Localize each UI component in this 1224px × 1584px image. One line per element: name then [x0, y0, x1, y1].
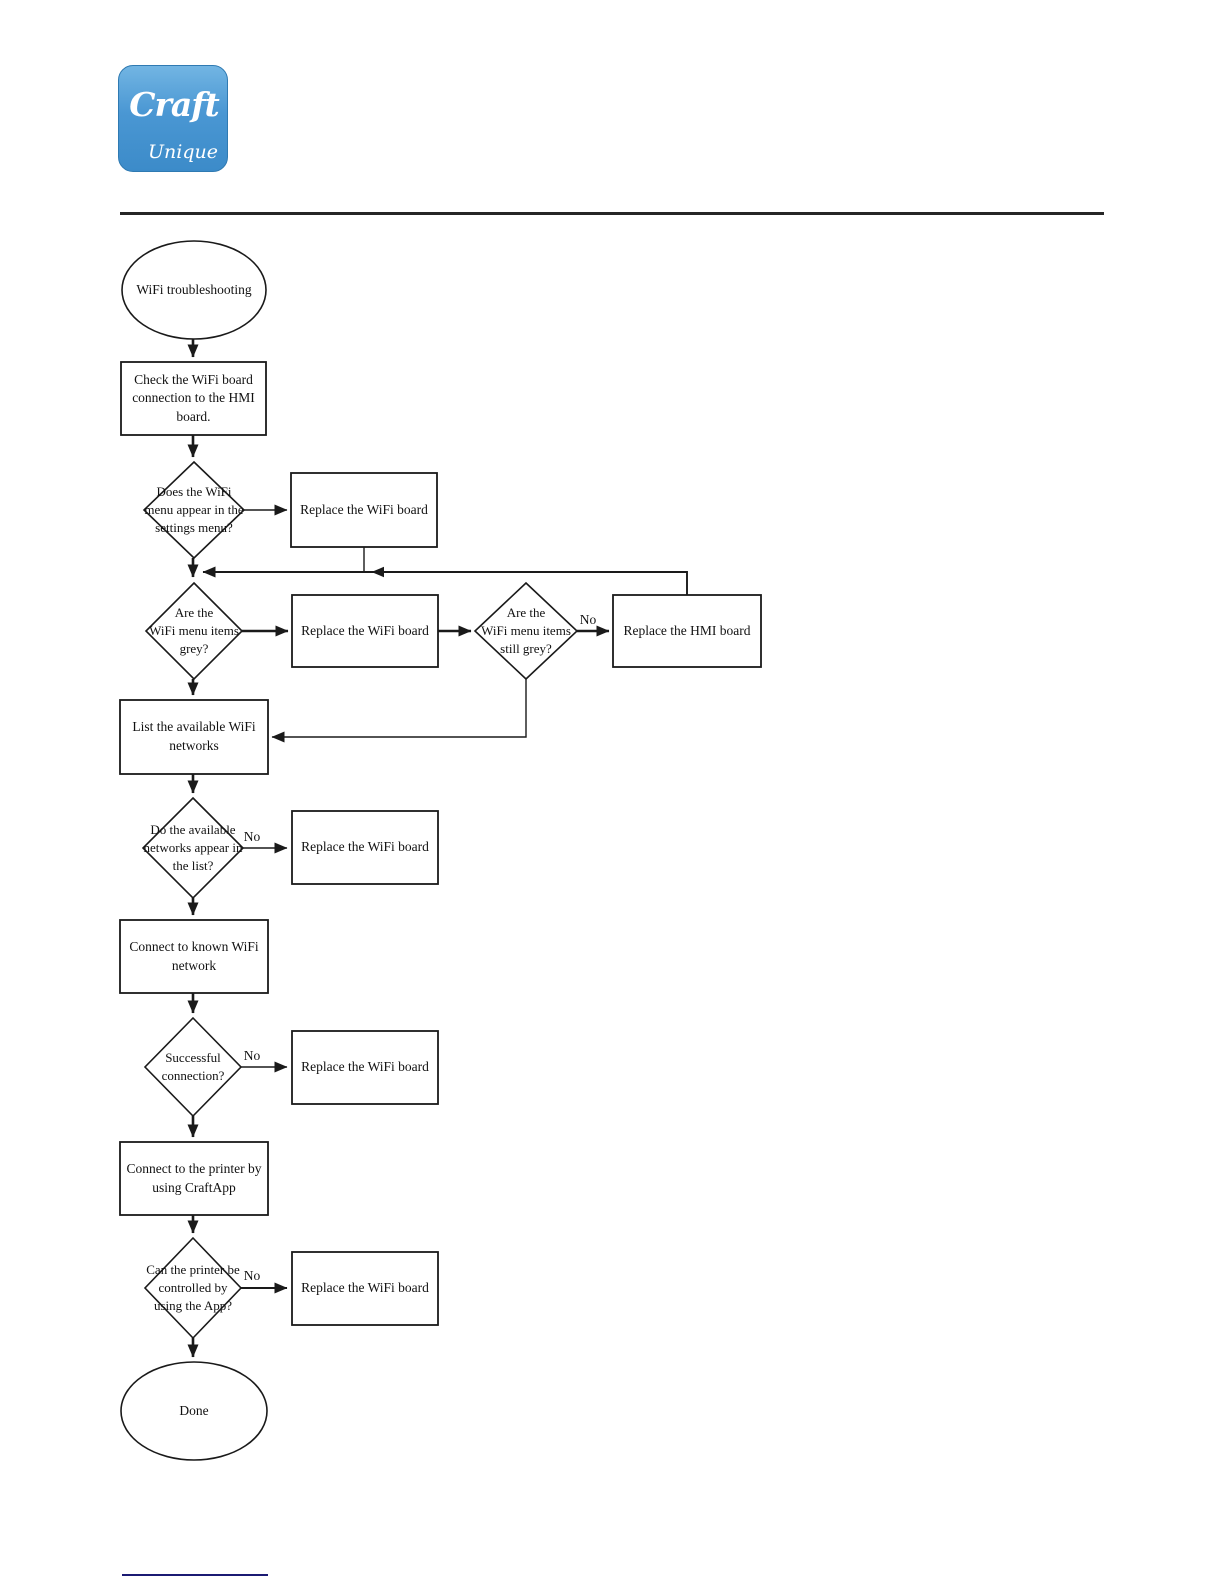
d4-label: Do the available networks appear in the …	[143, 822, 243, 873]
craftunique-logo: Craft Unique	[118, 65, 228, 172]
process-replace-wifi-board-4	[291, 1030, 439, 1105]
no-label-d4: No	[243, 829, 261, 845]
replace-wifi-5-label: Replace the WiFi board	[301, 1280, 429, 1296]
header-divider	[120, 212, 1104, 215]
logo-title: Craft	[129, 85, 219, 124]
process-replace-hmi-board	[612, 594, 762, 668]
replace-hmi-label: Replace the HMI board	[623, 622, 751, 638]
process-connect-craftapp	[119, 1141, 269, 1216]
footer-divider	[122, 1574, 268, 1576]
process-connect-known-network	[119, 919, 269, 994]
no-label-d5: No	[243, 1048, 261, 1064]
d2-label: Are the WiFi menu items grey?	[149, 605, 239, 656]
check-board-label: Check the WiFi board connection to the H…	[132, 371, 255, 424]
replace-wifi-2-label: Replace the WiFi board	[301, 622, 429, 638]
replace-wifi-1-label: Replace the WiFi board	[300, 501, 428, 517]
list-networks-label: List the available WiFi networks	[132, 719, 256, 753]
d3-label: Are the WiFi menu items still grey?	[481, 605, 571, 656]
process-replace-wifi-board-2	[291, 594, 439, 668]
no-label-d3: No	[579, 612, 597, 628]
process-list-networks	[119, 699, 269, 775]
connector-d3-to-list	[271, 679, 527, 743]
logo-subtitle: Unique	[148, 141, 218, 163]
connect-app-label: Connect to the printer by using CraftApp	[126, 1160, 262, 1195]
process-replace-wifi-board-3	[291, 810, 439, 885]
process-replace-wifi-board-5	[291, 1251, 439, 1326]
start-label: WiFi troubleshooting	[136, 281, 252, 297]
feedback-mid-arrowhead	[371, 566, 384, 578]
end-terminator	[120, 1361, 268, 1461]
d6-label: Can the printer be controlled by using t…	[146, 1262, 240, 1313]
replace-wifi-3-label: Replace the WiFi board	[301, 839, 429, 855]
d1-label: Does the WiFi menu appear in the setting…	[144, 484, 244, 535]
replace-wifi-4-label: Replace the WiFi board	[301, 1059, 429, 1075]
process-check-wifi-board	[120, 361, 267, 436]
no-label-d6: No	[243, 1268, 261, 1284]
connector-hmi-feedback	[202, 566, 688, 595]
d5-label: Successful connection?	[161, 1050, 225, 1083]
done-label: Done	[179, 1402, 209, 1418]
connect-known-label: Connect to known WiFi network	[129, 938, 259, 973]
process-replace-wifi-board-1	[290, 472, 438, 548]
